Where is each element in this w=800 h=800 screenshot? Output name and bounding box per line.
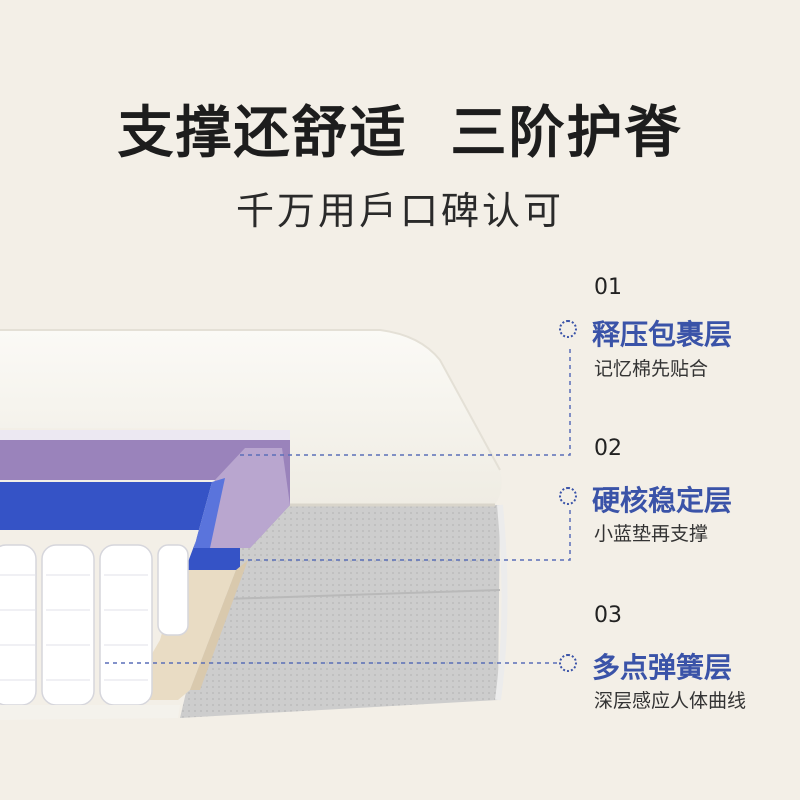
mattress-top-layer <box>0 330 502 505</box>
layer-title-2: 硬核稳定层 <box>592 484 733 517</box>
leader-line-2 <box>240 508 571 561</box>
blue-support-pad <box>0 482 240 570</box>
dotted-circle-icon <box>559 654 577 672</box>
leader-line-1 <box>240 348 571 456</box>
mattress-side-panel <box>180 505 500 718</box>
dotted-circle-icon <box>559 320 577 338</box>
pocket-springs <box>0 544 189 706</box>
page-subtitle: 千万用戶口碑认可 <box>235 189 564 233</box>
layer-number-3: 03 <box>594 603 622 628</box>
layer-number-2: 02 <box>594 436 622 461</box>
layer-desc-1: 记忆棉先贴合 <box>594 358 709 380</box>
page-title: 支撑还舒适 三阶护脊 <box>117 101 683 166</box>
layer-title-1: 释压包裹层 <box>592 318 733 351</box>
layer-desc-2: 小蓝垫再支撑 <box>594 523 709 545</box>
dotted-circle-icon <box>559 487 577 505</box>
layer-title-3: 多点弹簧层 <box>592 651 733 684</box>
layer-desc-3: 深层感应人体曲线 <box>594 690 747 712</box>
layer-number-1: 01 <box>594 275 622 300</box>
